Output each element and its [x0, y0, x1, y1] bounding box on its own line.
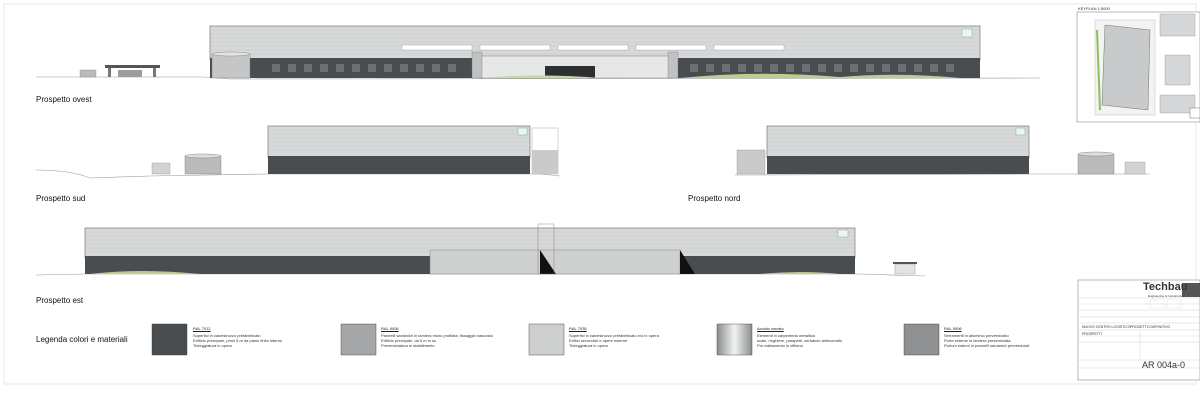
project-section: PROSPETTI — [1082, 332, 1102, 336]
north-elevation — [734, 125, 1150, 176]
title-block — [1077, 279, 1200, 381]
techbau-tagline: Engineering & Construction — [1148, 294, 1185, 298]
legend-code: RAL 7035 — [569, 326, 587, 331]
keyplan-title: KEYPLAN 1:5000 — [1078, 6, 1110, 11]
legend-code: RAL 7012 — [193, 326, 211, 331]
legend-line: Edifici secondari e opere esterne — [569, 338, 628, 343]
legend-line: Pannelli sandwich in lamiera micro profi… — [381, 333, 493, 338]
legend-code: RAL 9006 — [381, 326, 399, 331]
legend-line: Serramenti in alluminio preverniciato — [944, 333, 1009, 338]
techbau-logo: Techbau — [1143, 281, 1188, 293]
legend-code: Acciaio zincato — [757, 326, 784, 331]
project-phase: PROGETTO DEFINITIVO — [1130, 325, 1171, 329]
legend-title: Legenda colori e materiali — [36, 335, 128, 344]
east-elevation — [35, 223, 926, 277]
legend-line: Superfici in calcestruzzo prefabbricato — [193, 333, 261, 338]
legend-line: Elementi in carpenteria metallica — [757, 333, 815, 338]
legend-line: Tinteggiatura in opera — [569, 343, 608, 348]
project-client: NUOVO CENTRO LOGISTICO — [1082, 325, 1131, 329]
west-elevation — [36, 25, 1041, 80]
label-east-elevation: Prospetto est — [36, 296, 84, 305]
legend-line: Portoni esterni in pannelli sandwich pre… — [944, 343, 1030, 348]
label-west-elevation: Prospetto ovest — [36, 95, 92, 104]
legend-line: Porte esterne in lamiera preverniciata — [944, 338, 1011, 343]
legend-code: RAL 9006 — [944, 326, 962, 331]
keyplan — [1076, 11, 1200, 123]
legend-swatches — [151, 323, 940, 356]
drawing-number: AR 004a-0 — [1142, 360, 1186, 370]
legend-line: Superfici in calcestruzzo prefabbricato … — [569, 333, 659, 338]
legend-line: Pre-trattamento in officina — [757, 343, 803, 348]
south-elevation — [35, 125, 561, 179]
legend-line: Preverniciatura in stabilimento — [381, 343, 435, 348]
legend-line: Tinteggiatura in opera — [193, 343, 232, 348]
legend-line: scale, ringhiere, parapetti, serbatoio a… — [757, 338, 843, 343]
label-north-elevation: Prospetto nord — [688, 194, 741, 203]
legend-line: Edificio principale, primi 5 m da piano … — [193, 338, 283, 343]
legend-line: Edificio principale, da 5 m in su — [381, 338, 437, 343]
label-south-elevation: Prospetto sud — [36, 194, 86, 203]
